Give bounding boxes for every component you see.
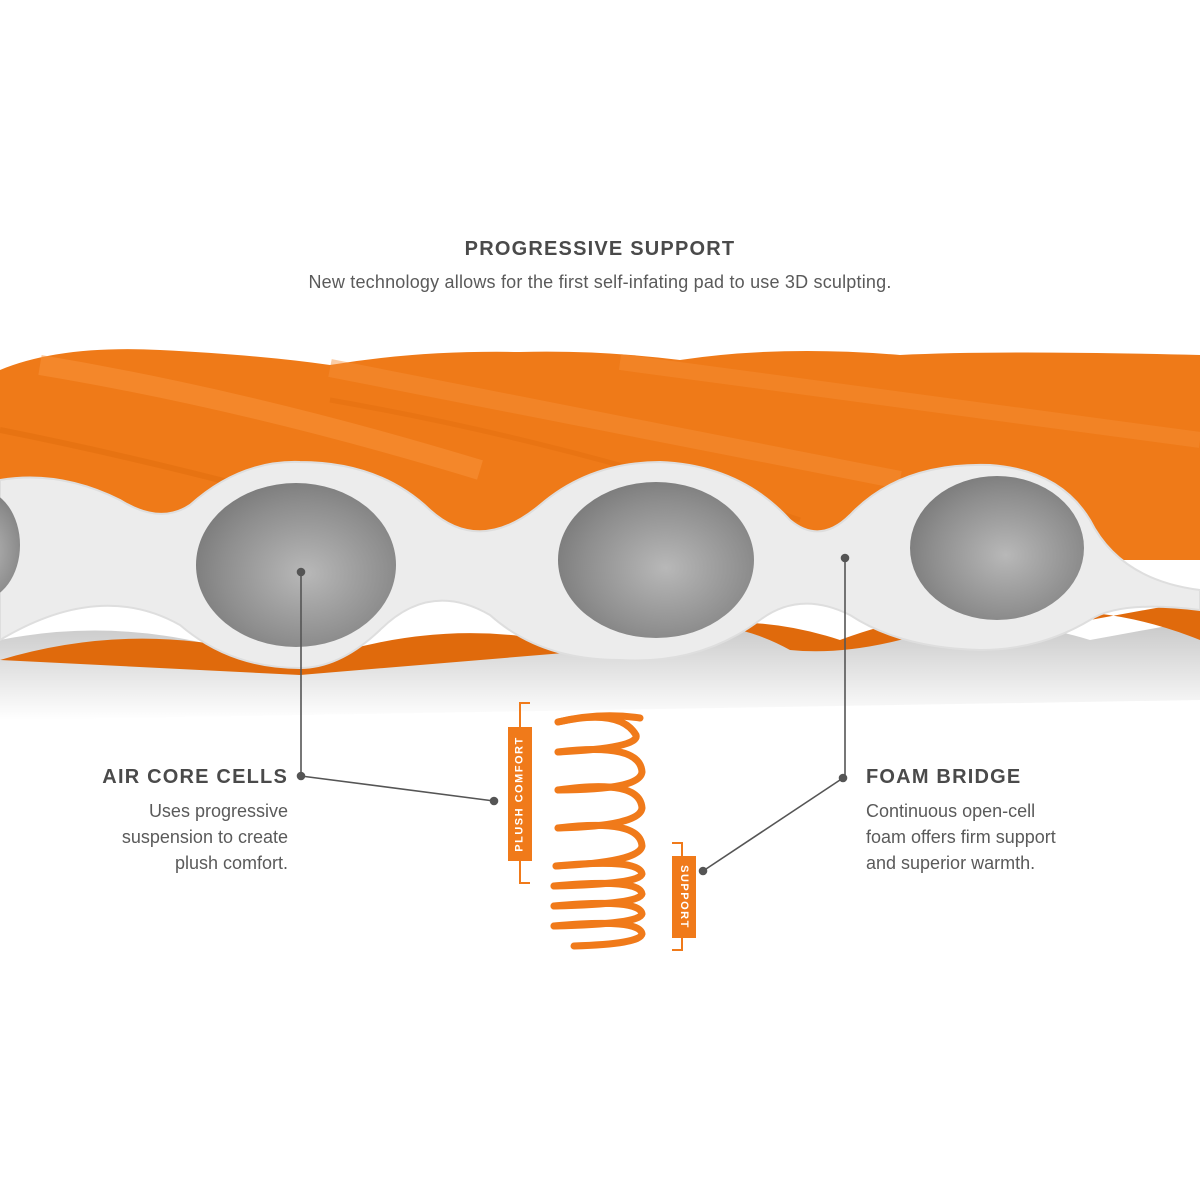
description-line: foam offers firm support [866, 827, 1056, 847]
air-core-leader-line [296, 567, 499, 806]
section-title: PROGRESSIVE SUPPORT [464, 238, 736, 260]
description-line: Uses progressive [148, 801, 288, 821]
foam-bridge-description: Continuous open-cell foam offers firm su… [866, 798, 1126, 876]
support-text: SUPPORT [678, 865, 690, 929]
support-label: SUPPORT [672, 856, 696, 938]
air-core-cells-title: AIR CORE CELLS [102, 766, 288, 788]
foam-bridge-title: FOAM BRIDGE [866, 766, 1022, 788]
description-line: suspension to create [121, 827, 288, 847]
description-line: Continuous open-cell [866, 801, 1036, 821]
air-core-cell-1 [196, 483, 396, 647]
plush-comfort-label: PLUSH COMFORT [508, 727, 532, 861]
air-core-cell-3 [910, 476, 1084, 620]
sleeping-pad-cross-section-illustration [0, 349, 1200, 951]
description-line: and superior warmth. [866, 853, 1036, 873]
air-core-cell-partial [0, 497, 20, 593]
section-subtitle: New technology allows for the first self… [308, 272, 892, 292]
plush-comfort-text: PLUSH COMFORT [514, 736, 527, 852]
foam-bridge-leader-line [698, 553, 850, 876]
air-core-cell-2 [558, 482, 754, 638]
description-line: plush comfort. [174, 853, 288, 873]
spring-icon [550, 712, 646, 950]
pad-shadow [0, 620, 1200, 720]
air-core-cells-description: Uses progressive suspension to create pl… [60, 798, 288, 876]
